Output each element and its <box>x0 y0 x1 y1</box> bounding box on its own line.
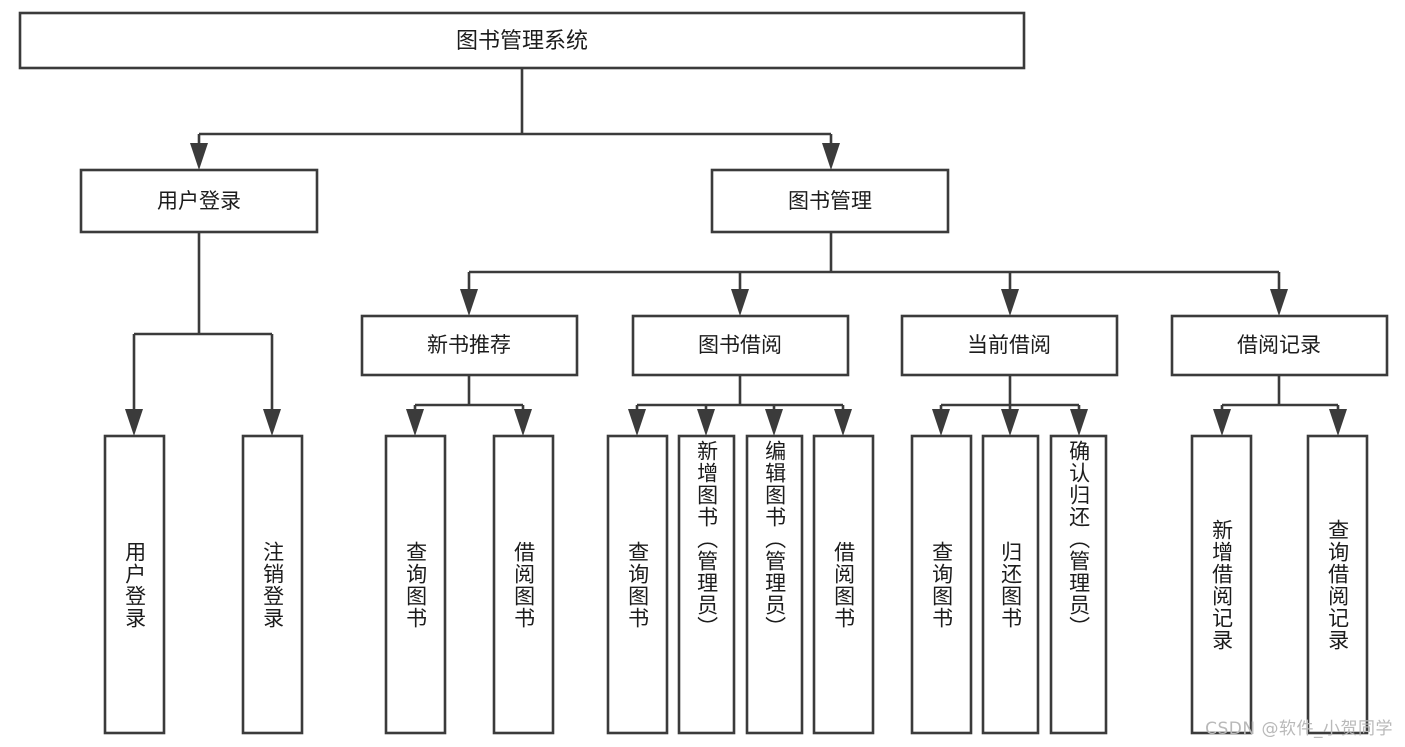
arrow-head-leaf-confirm-return <box>1070 409 1088 436</box>
node-user-login-box[interactable] <box>79 168 319 234</box>
node-book-borrow-box[interactable] <box>631 314 850 377</box>
arrow-head-leaf-user-login <box>125 409 143 436</box>
node-root[interactable]: 图书管理系统 <box>18 11 1026 70</box>
connector-group-user-login <box>125 232 281 436</box>
arrow-head-new-book-rec <box>460 289 478 316</box>
node-leaf-query-book-2-box[interactable] <box>606 434 669 735</box>
arrow-head-leaf-edit-book <box>765 409 783 436</box>
node-new-book-rec-label: 新书推荐 <box>427 333 511 357</box>
node-leaf-borrow-book-1-box[interactable] <box>492 434 555 735</box>
node-leaf-add-record-box[interactable] <box>1190 434 1253 735</box>
arrow-head-book-borrow <box>731 289 749 316</box>
node-root-label: 图书管理系统 <box>456 29 588 54</box>
arrow-head-leaf-query-book-2 <box>628 409 646 436</box>
node-leaf-borrow-book-2-box[interactable] <box>812 434 875 735</box>
node-leaf-add-book-box[interactable] <box>677 434 736 735</box>
node-new-book-rec-box[interactable] <box>360 314 579 377</box>
arrow-head-leaf-add-record <box>1213 409 1231 436</box>
arrow-head-leaf-borrow-book-1 <box>514 409 532 436</box>
node-book-borrow[interactable]: 图书借阅 <box>631 314 850 377</box>
node-borrow-record-label: 借阅记录 <box>1237 333 1321 357</box>
csdn-watermark: CSDN @软件_小贺同学 <box>1205 719 1393 739</box>
node-book-manage-box[interactable] <box>710 168 950 234</box>
arrow-head-leaf-borrow-book-2 <box>834 409 852 436</box>
node-user-login[interactable]: 用户登录 <box>79 168 319 234</box>
node-leaf-logout-box[interactable] <box>241 434 304 735</box>
node-user-login-label: 用户登录 <box>157 189 241 213</box>
arrow-head-borrow-record <box>1270 289 1288 316</box>
connector-group-new-book-rec <box>406 375 532 436</box>
arrow-head-leaf-query-record <box>1329 409 1347 436</box>
node-current-borrow-label: 当前借阅 <box>967 333 1051 357</box>
node-book-manage[interactable]: 图书管理 <box>710 168 950 234</box>
node-borrow-record[interactable]: 借阅记录 <box>1170 314 1389 377</box>
node-new-book-rec[interactable]: 新书推荐 <box>360 314 579 377</box>
node-leaf-edit-book-box[interactable] <box>745 434 804 735</box>
connector-group-borrow-record <box>1213 375 1347 436</box>
connector-group-book-manage <box>460 232 1288 316</box>
connector-group-root <box>190 68 840 170</box>
node-leaf-confirm-return-box[interactable] <box>1049 434 1108 735</box>
arrow-head-leaf-query-book-3 <box>932 409 950 436</box>
node-leaf-return-book-box[interactable] <box>981 434 1040 735</box>
node-leaf-user-login-box[interactable] <box>103 434 166 735</box>
node-book-manage-label: 图书管理 <box>788 189 872 213</box>
node-leaf-query-book-3-box[interactable] <box>910 434 973 735</box>
node-leaf-query-record-box[interactable] <box>1306 434 1369 735</box>
arrow-head-leaf-logout <box>263 409 281 436</box>
connector-group-current-borrow <box>932 375 1088 436</box>
arrow-head-leaf-query-book-1 <box>406 409 424 436</box>
node-root-box[interactable] <box>18 11 1026 70</box>
node-current-borrow-box[interactable] <box>900 314 1119 377</box>
node-leaf-query-book-1-box[interactable] <box>384 434 447 735</box>
node-book-borrow-label: 图书借阅 <box>698 333 782 357</box>
node-current-borrow[interactable]: 当前借阅 <box>900 314 1119 377</box>
node-borrow-record-box[interactable] <box>1170 314 1389 377</box>
arrow-head-user-login <box>190 143 208 170</box>
arrow-head-current-borrow <box>1001 289 1019 316</box>
arrow-head-leaf-add-book <box>697 409 715 436</box>
connector-group-book-borrow <box>628 375 852 436</box>
arrow-head-book-manage <box>822 143 840 170</box>
arrow-head-leaf-return-book <box>1001 409 1019 436</box>
